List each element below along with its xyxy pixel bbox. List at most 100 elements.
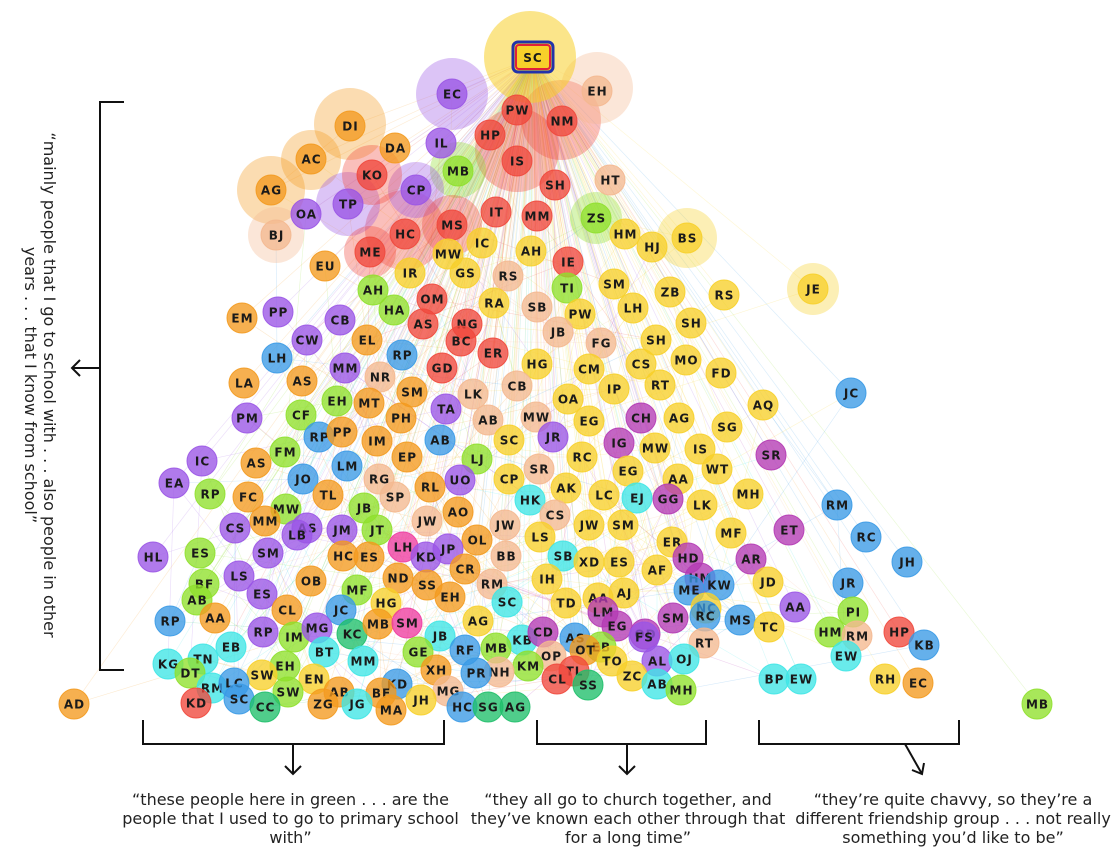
node-eg: EG bbox=[573, 405, 605, 437]
node-label: EC bbox=[443, 88, 462, 102]
node-label: MM bbox=[351, 655, 377, 669]
node-label: BT bbox=[315, 646, 334, 660]
node-rs: RS bbox=[492, 260, 524, 292]
node-jw: JW bbox=[411, 505, 443, 537]
node-label: SM bbox=[401, 386, 424, 400]
node-ar: AR bbox=[735, 543, 767, 575]
node-label: NR bbox=[370, 371, 391, 385]
node-rp: RP bbox=[386, 339, 418, 371]
node-km: KM bbox=[512, 650, 544, 682]
node-cl: CL bbox=[271, 594, 303, 626]
node-al: AL bbox=[641, 645, 673, 677]
node-label: LJ bbox=[470, 453, 484, 467]
node-label: MO bbox=[674, 354, 698, 368]
node-label: AB bbox=[187, 594, 207, 608]
node-label: CP bbox=[407, 184, 427, 198]
node-nm: NM bbox=[546, 105, 578, 137]
node-label: ET bbox=[780, 524, 798, 538]
node-label: GE bbox=[408, 646, 428, 660]
node-mg: MG bbox=[301, 612, 333, 644]
node-label: SW bbox=[277, 686, 301, 700]
node-label: MW bbox=[273, 503, 300, 517]
node-label: KO bbox=[362, 169, 383, 183]
node-aq: AQ bbox=[747, 389, 779, 421]
node-label: JT bbox=[369, 524, 385, 538]
node-aa: AA bbox=[779, 591, 811, 623]
node-label: AA bbox=[785, 601, 806, 615]
node-da: DA bbox=[379, 132, 411, 164]
node-hc: HC bbox=[327, 540, 359, 572]
node-label: CH bbox=[631, 412, 652, 426]
node-eh: EH bbox=[434, 581, 466, 613]
node-ol: OL bbox=[461, 524, 493, 556]
node-label: SP bbox=[386, 491, 405, 505]
node-label: SH bbox=[681, 317, 702, 331]
node-ah: AH bbox=[357, 274, 389, 306]
node-label: MS bbox=[729, 614, 752, 628]
node-label: MH bbox=[737, 488, 761, 502]
node-label: IH bbox=[539, 573, 556, 587]
node-label: CS bbox=[632, 358, 652, 372]
left-bracket bbox=[70, 101, 124, 671]
node-sb: SB bbox=[521, 291, 553, 323]
node-label: AS bbox=[293, 375, 313, 389]
node-label: RC bbox=[695, 610, 715, 624]
node-label: EG bbox=[579, 415, 599, 429]
node-label: UO bbox=[450, 474, 472, 488]
node-label: ME bbox=[678, 584, 700, 598]
node-label: LC bbox=[595, 489, 613, 503]
node-rl: RL bbox=[414, 471, 446, 503]
node-label: IS bbox=[510, 155, 525, 169]
node-lc: LC bbox=[588, 479, 620, 511]
node-me: ME bbox=[354, 236, 386, 268]
node-pp: PP bbox=[326, 416, 358, 448]
node-label: AH bbox=[363, 284, 384, 298]
node-label: EH bbox=[327, 395, 347, 409]
node-ls: LS bbox=[524, 521, 556, 553]
node-hp: HP bbox=[474, 119, 506, 151]
node-sh: SH bbox=[675, 307, 707, 339]
node-sm: SM bbox=[396, 376, 428, 408]
node-label: FC bbox=[239, 491, 258, 505]
node-label: MM bbox=[525, 210, 551, 224]
node-as: AS bbox=[240, 447, 272, 479]
node-ha: HA bbox=[378, 294, 410, 326]
node-ss: SS bbox=[572, 669, 604, 701]
node-oa: OA bbox=[552, 383, 584, 415]
node-lk: LK bbox=[686, 489, 718, 521]
node-label: PI bbox=[846, 606, 861, 620]
node-label: TP bbox=[339, 198, 358, 212]
node-label: EL bbox=[359, 334, 377, 348]
node-label: MW bbox=[435, 248, 462, 262]
node-label: EH bbox=[440, 591, 460, 605]
node-cc: CC bbox=[249, 691, 281, 723]
node-er: ER bbox=[477, 337, 509, 369]
node-label: CL bbox=[278, 604, 296, 618]
green-bracket bbox=[142, 720, 445, 776]
node-label: LH bbox=[394, 541, 414, 555]
node-label: KD bbox=[186, 697, 207, 711]
node-zb: ZB bbox=[654, 276, 686, 308]
node-label: JB bbox=[550, 326, 567, 340]
node-label: IM bbox=[285, 631, 303, 645]
node-mm: MM bbox=[249, 505, 281, 537]
node-label: AC bbox=[301, 153, 321, 167]
node-ms: MS bbox=[724, 604, 756, 636]
node-sr: SR bbox=[523, 453, 555, 485]
node-label: SH bbox=[545, 179, 566, 193]
node-label: SB bbox=[528, 301, 548, 315]
node-ep: EP bbox=[391, 441, 423, 473]
node-label: SM bbox=[662, 612, 685, 626]
node-mm: MM bbox=[347, 645, 379, 677]
node-sh: SH bbox=[640, 324, 672, 356]
node-label: AK bbox=[556, 482, 577, 496]
node-label: CD bbox=[533, 626, 554, 640]
node-pp: PP bbox=[262, 296, 294, 328]
node-label: IE bbox=[561, 256, 576, 270]
node-cs: CS bbox=[539, 499, 571, 531]
node-ab: AB bbox=[472, 404, 504, 436]
node-label: JH bbox=[898, 556, 916, 570]
node-ic: IC bbox=[466, 227, 498, 259]
node-jm: JM bbox=[326, 514, 358, 546]
node-label: MB bbox=[485, 642, 508, 656]
